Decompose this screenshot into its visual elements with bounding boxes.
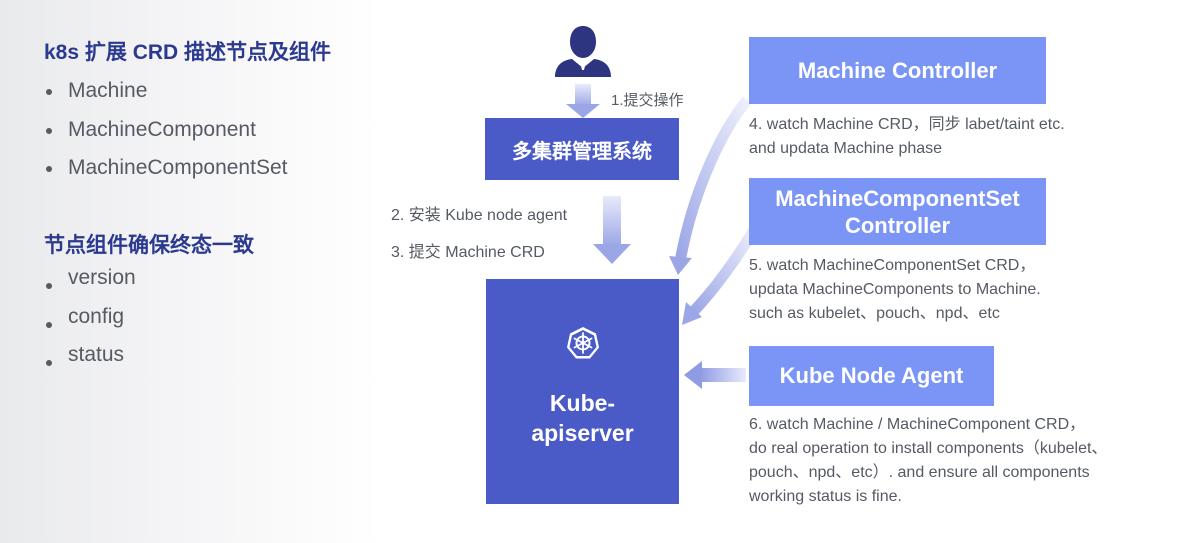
- note-line: and updata Machine phase: [749, 140, 943, 157]
- machine-controller-box: Machine Controller: [749, 37, 1046, 104]
- kube-node-agent-box: Kube Node Agent: [749, 346, 994, 406]
- apiserver-label-line2: apiserver: [531, 419, 634, 446]
- left-panel-background: [0, 0, 380, 543]
- kube-node-agent-note: 6. watch Machine / MachineComponent CRD，…: [749, 413, 1107, 509]
- state-list: version config status: [44, 259, 136, 375]
- step3-label: 3. 提交 Machine CRD: [391, 244, 545, 261]
- list-item: status: [44, 336, 136, 375]
- apiserver-label-line1: Kube-: [549, 389, 616, 416]
- step2-label: 2. 安装 Kube node agent: [391, 207, 568, 224]
- list-item: config: [44, 298, 136, 337]
- crd-list: Machine MachineComponent MachineComponen…: [44, 72, 287, 188]
- note-line: such as kubelet、pouch、npd、etc: [749, 305, 1000, 322]
- kube-node-agent-label: Kube Node Agent: [779, 363, 964, 388]
- install-arrow: [593, 196, 631, 264]
- kube-apiserver-box: Kube- apiserver: [486, 279, 679, 504]
- list-item: Machine: [44, 72, 287, 111]
- crd-heading: k8s 扩展 CRD 描述节点及组件: [44, 41, 332, 64]
- list-item: version: [44, 259, 136, 298]
- machine-controller-note: 4. watch Machine CRD，同步 labet/taint etc.…: [749, 113, 1065, 161]
- mcs-controller-note: 5. watch MachineComponentSet CRD， updata…: [749, 254, 1041, 326]
- machine-controller-arrow: [669, 96, 752, 275]
- submit-arrow: [566, 84, 600, 118]
- note-line: updata MachineComponents to Machine.: [749, 281, 1041, 298]
- machine-controller-label: Machine Controller: [797, 57, 998, 83]
- mcs-controller-label-line1: MachineComponentSet: [775, 185, 1020, 211]
- note-line: pouch、npd、etc）. and ensure all component…: [749, 464, 1090, 481]
- note-line: do real operation to install components（…: [749, 440, 1108, 457]
- step1-label: 1.提交操作: [611, 92, 684, 109]
- mcs-controller-label-line2: Controller: [844, 212, 951, 238]
- kubernetes-icon: [566, 326, 599, 358]
- mcs-controller-box: MachineComponentSet Controller: [749, 178, 1046, 245]
- mgmt-system-box: 多集群管理系统: [485, 118, 679, 180]
- list-item: MachineComponent: [44, 111, 287, 150]
- note-line: working status is fine.: [749, 488, 902, 505]
- consistency-heading: 节点组件确保终态一致: [44, 234, 254, 257]
- note-line: 6. watch Machine / MachineComponent CRD，: [749, 416, 1086, 433]
- mgmt-system-label: 多集群管理系统: [512, 140, 652, 163]
- note-line: 5. watch MachineComponentSet CRD，: [749, 257, 1036, 274]
- note-line: 4. watch Machine CRD，同步 labet/taint etc.: [749, 116, 1065, 133]
- user-icon: [555, 26, 611, 77]
- list-item: MachineComponentSet: [44, 149, 287, 188]
- node-agent-arrow: [684, 361, 746, 389]
- mcs-controller-arrow: [682, 225, 760, 325]
